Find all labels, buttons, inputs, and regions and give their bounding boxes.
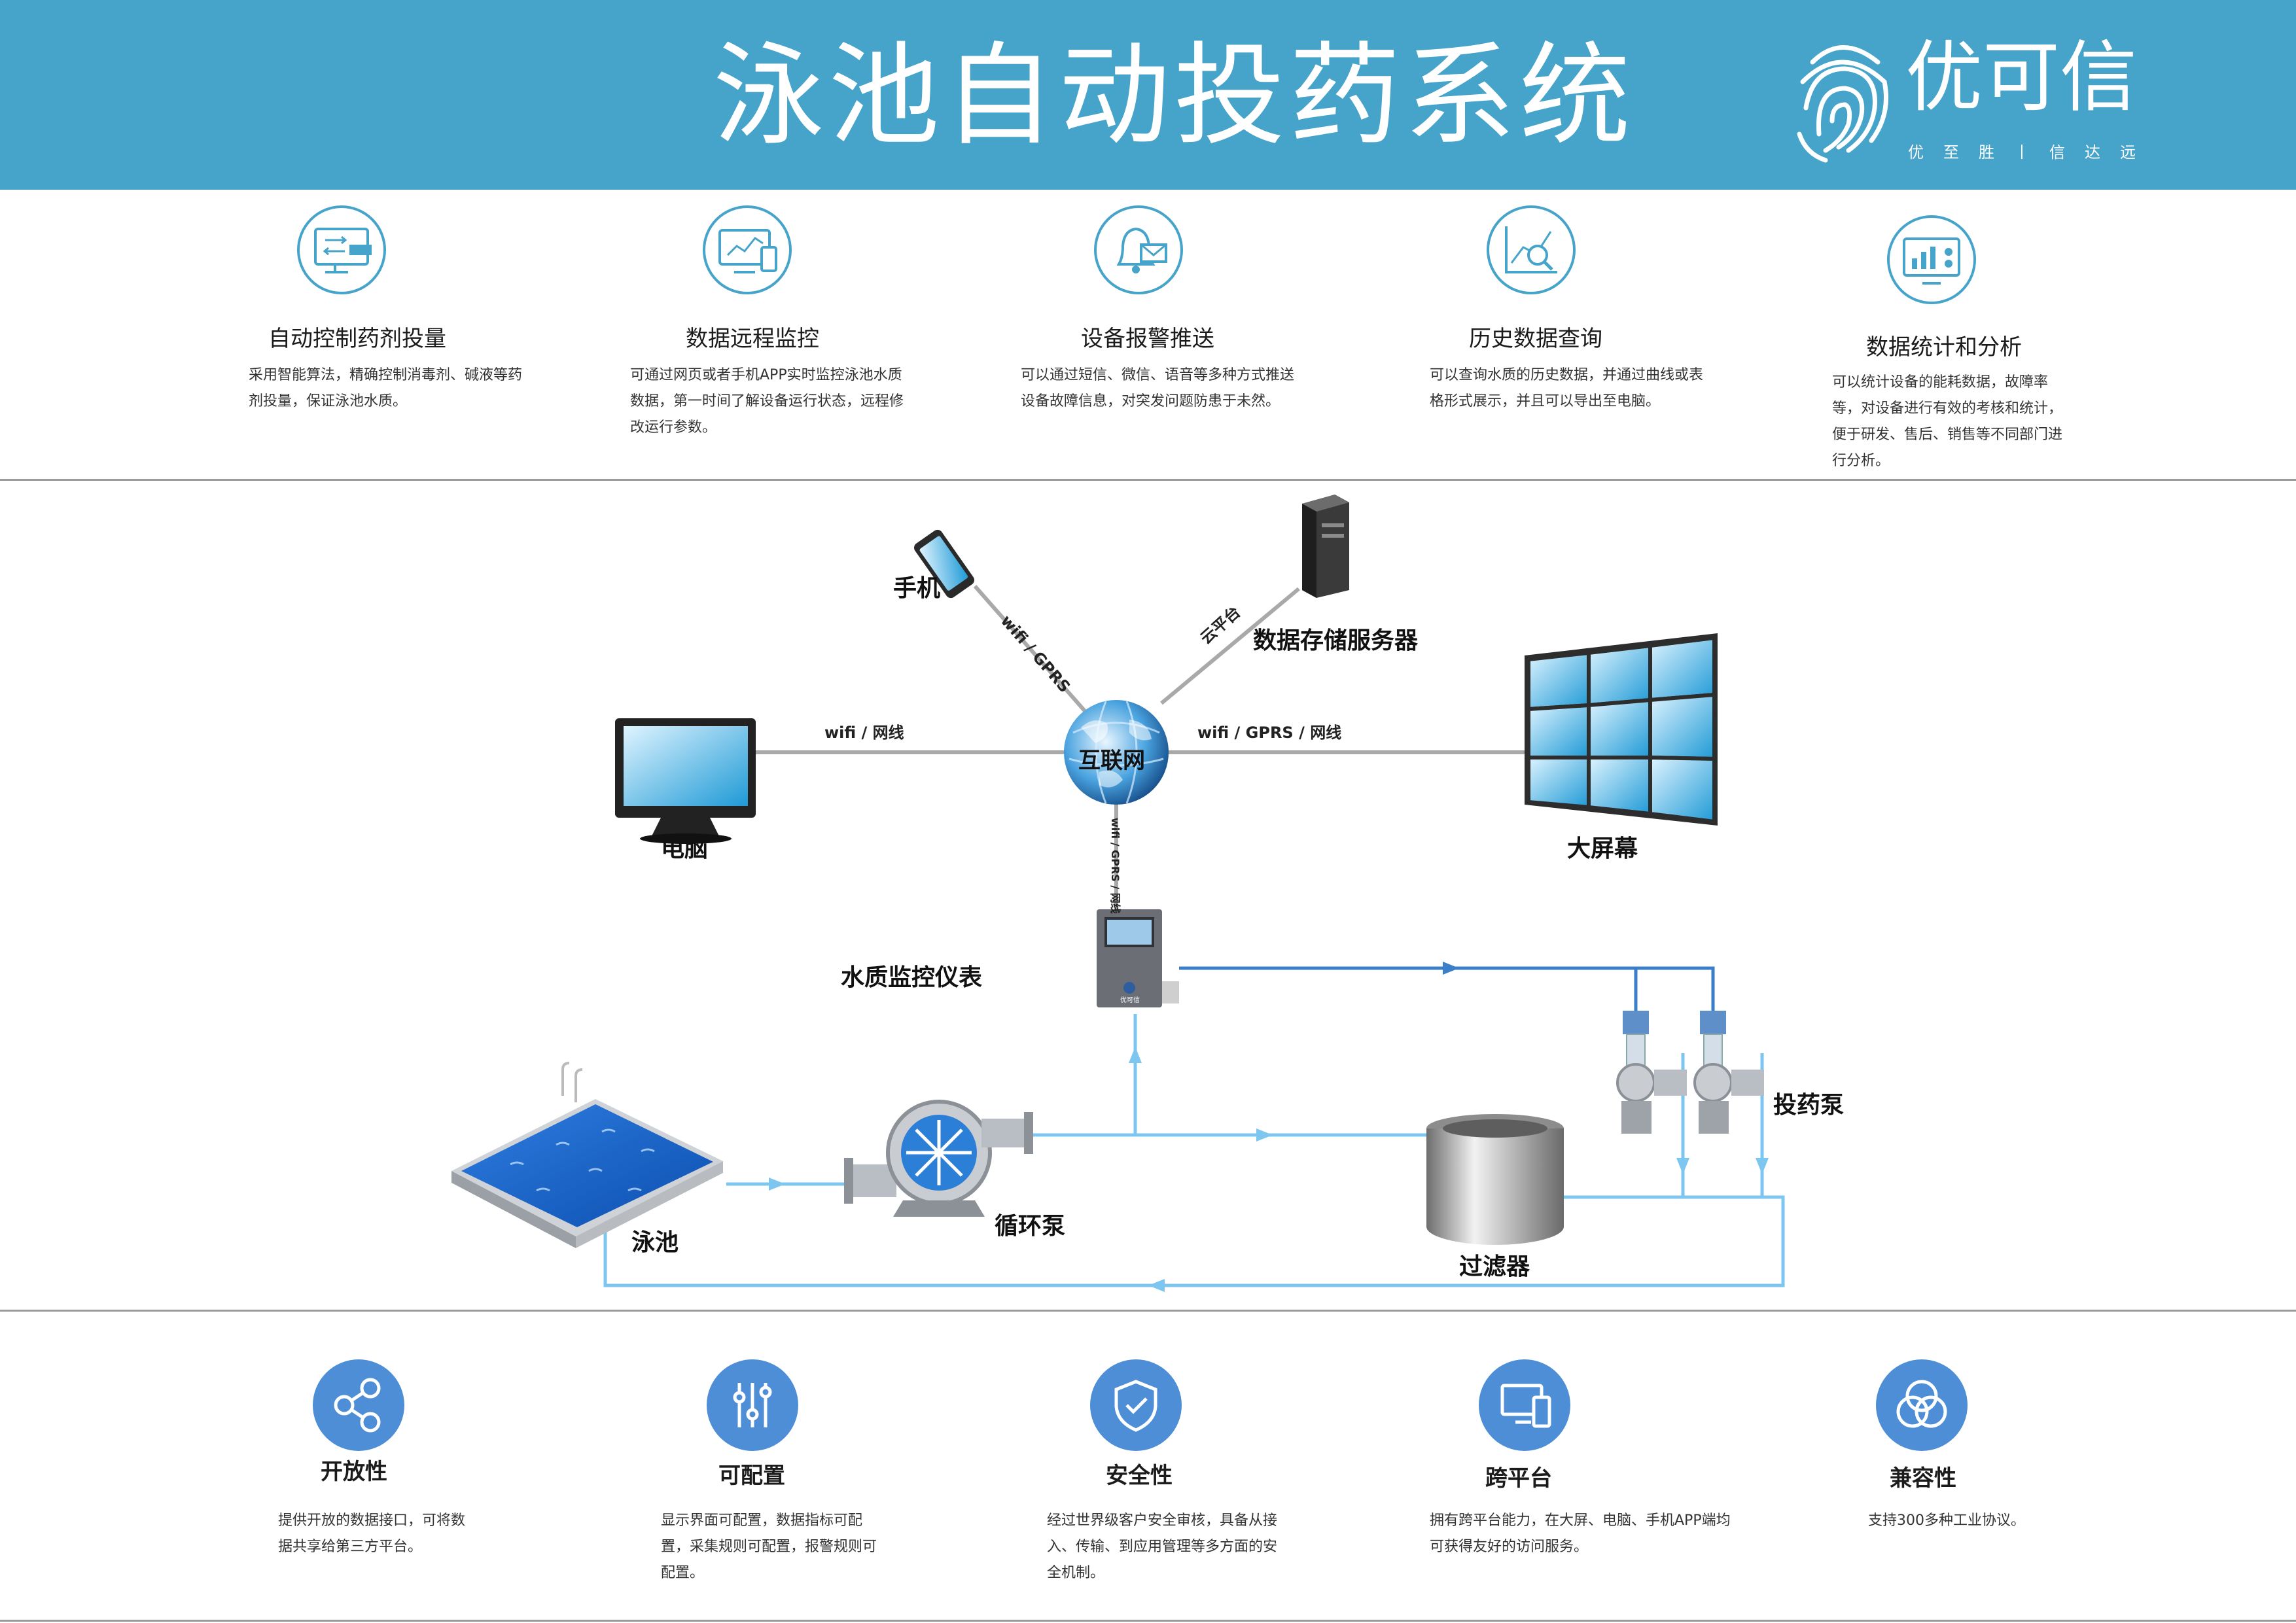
feature-title: 设备报警推送 [1081, 326, 1214, 352]
divider-top [0, 479, 2296, 481]
page-title: 泳池自动投药系统 [713, 31, 1635, 161]
system-diagram: 优可信 [451, 495, 1785, 1292]
filter-tank-icon [1426, 1114, 1564, 1245]
overlap-circles-icon [1896, 1380, 1947, 1428]
dark-flow-line [1179, 966, 1715, 1013]
label-big-screen: 大屏幕 [1567, 835, 1638, 862]
feature-desc: 可以统计设备的能耗数据，故障率等，对设备进行有效的考核和统计，便于研发、售后、销… [1832, 374, 2063, 469]
circulation-pump-icon [844, 1100, 1033, 1217]
flow-return-loop [603, 1195, 1785, 1287]
advantage-icon-circle [1876, 1359, 1968, 1451]
divider-bottom [0, 1310, 2296, 1312]
label-server: 数据存储服务器 [1253, 627, 1419, 654]
advantage-desc: 提供开放的数据接口，可将数据共享给第三方平台。 [278, 1512, 466, 1555]
phone-device-icon [913, 529, 975, 599]
shield-check-icon [1114, 1380, 1157, 1432]
link-label-monitor: wifi / GPRS / 网线 [1109, 818, 1122, 914]
feature-desc: 采用智能算法，精确控制消毒剂、碱液等药剂投量，保证泳池水质。 [249, 367, 523, 410]
advantage-desc: 显示界面可配置，数据指标可配置，采集规则可配置，报警规则可配置。 [661, 1512, 877, 1581]
statistics-icon [1887, 215, 1976, 304]
devices-icon [1500, 1384, 1551, 1428]
label-phone: 手机 [893, 575, 941, 602]
advantage-icon-circle [313, 1359, 404, 1451]
server-tower-icon [1302, 495, 1349, 598]
link-label-computer: wifi / 网线 [824, 724, 904, 742]
dosing-pumps-icon [1616, 1011, 1764, 1134]
label-internet: 互联网 [1078, 748, 1145, 774]
label-monitor: 水质监控仪表 [841, 964, 983, 991]
feature-title: 数据远程监控 [686, 326, 819, 352]
advantage-title: 可配置 [718, 1463, 785, 1489]
alarm-bell-icon [1094, 205, 1183, 294]
divider-footer [0, 1620, 2296, 1622]
feature-desc: 可以查询水质的历史数据，并通过曲线或表格形式展示，并且可以导出至电脑。 [1430, 367, 1704, 410]
advantage-icon-circle [1479, 1359, 1570, 1451]
fingerprint-logo-icon [1797, 45, 1888, 163]
feature-desc: 可通过网页或者手机APP实时监控泳池水质数据，第一时间了解设备运行状态，远程修改… [630, 367, 904, 436]
advantage-title: 安全性 [1106, 1463, 1173, 1489]
internet-globe-icon [1064, 700, 1169, 805]
feature-desc: 可以通过短信、微信、语音等多种方式推送设备故障信息，对突发问题防患于未然。 [1021, 367, 1295, 410]
advantage-icon-circle [1090, 1359, 1182, 1451]
header-banner: 泳池自动投药系统 优可信 优至胜丨信达远 [0, 0, 2296, 190]
label-pump: 循环泵 [995, 1213, 1066, 1240]
brand-logo: 优可信 优至胜丨信达远 [1786, 36, 2153, 167]
label-pool: 泳池 [631, 1229, 679, 1256]
feature-title: 历史数据查询 [1469, 326, 1602, 352]
advantage-desc: 支持300多种工业协议。 [1868, 1512, 2025, 1529]
big-screen-wall-icon [1525, 633, 1718, 826]
advantage-title: 开放性 [321, 1459, 387, 1485]
link-label-screen: wifi / GPRS / 网线 [1197, 724, 1342, 742]
label-dosing-pump: 投药泵 [1773, 1092, 1845, 1119]
remote-monitor-icon [703, 205, 792, 294]
link-line-server [1160, 587, 1300, 705]
water-quality-monitor-device [1097, 909, 1179, 1007]
share-nodes-icon [334, 1378, 381, 1433]
advantage-title: 跨平台 [1485, 1465, 1552, 1492]
advantage-title: 兼容性 [1890, 1465, 1956, 1492]
advantage-desc: 拥有跨平台能力，在大屏、电脑、手机APP端均可获得友好的访问服务。 [1430, 1512, 1731, 1555]
feature-title: 自动控制药剂投量 [268, 326, 446, 352]
flow-pump-to-monitor [1031, 1014, 1137, 1137]
history-query-icon [1487, 205, 1576, 294]
brand-name: 优可信 [1905, 32, 2138, 122]
label-filter: 过滤器 [1459, 1253, 1530, 1280]
feature-title: 数据统计和分析 [1866, 334, 2022, 360]
brand-slogan: 优至胜丨信达远 [1908, 143, 2155, 162]
device-brand-label: 优可信 [1120, 996, 1140, 1004]
sliders-icon [733, 1383, 772, 1427]
computer-monitor-icon [615, 718, 756, 844]
advantage-icon-circle [707, 1359, 798, 1451]
monitor-control-icon [297, 205, 386, 294]
label-computer: 电脑 [661, 835, 709, 862]
advantage-desc: 经过世界级客户安全审核，具备从接入、传输、到应用管理等多方面的安全机制。 [1047, 1512, 1278, 1581]
swimming-pool-icon [451, 1062, 723, 1248]
